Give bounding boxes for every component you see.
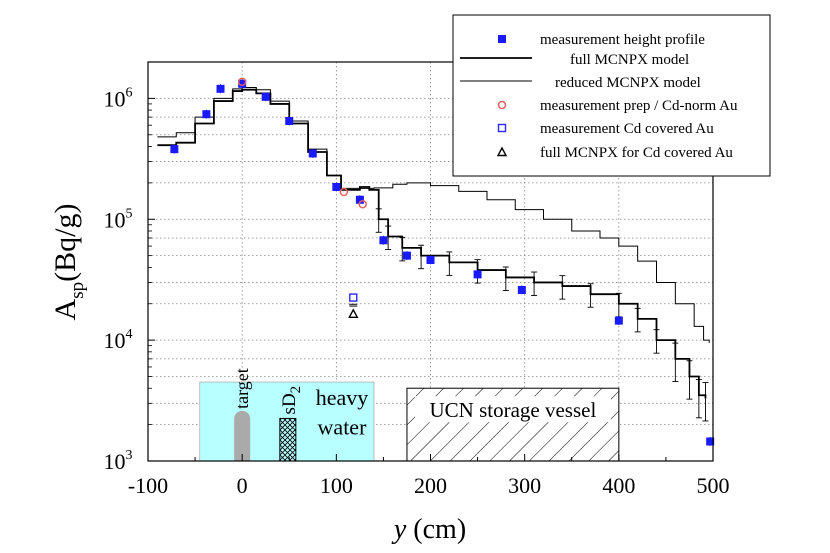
marker-0: [379, 236, 388, 245]
marker-0: [706, 437, 715, 446]
model-lines: [157, 87, 710, 422]
marker-0: [332, 182, 341, 191]
y-axis: 103 104 105 106: [104, 61, 155, 474]
y-tick-label: 104: [104, 327, 133, 353]
legend-marker: [497, 123, 507, 133]
legend-label: full MCNPX for Cd covered Au: [540, 145, 733, 161]
marker-0: [614, 316, 623, 325]
marker-0: [517, 285, 526, 294]
legend: measurement height profile full MCNPX mod…: [452, 14, 771, 177]
legend-label: full MCNPX model: [570, 52, 689, 68]
marker-0: [473, 270, 482, 279]
y-axis-label: Asp(Bq/g): [49, 204, 88, 321]
marker-5: [348, 308, 359, 319]
x-label-unit: (cm): [413, 514, 466, 545]
marker-0: [426, 256, 435, 265]
y-tick-label: 106: [104, 85, 133, 111]
marker-0: [285, 116, 294, 125]
y-label-sub: sp: [67, 282, 88, 299]
annotation-labels: target sD2 heavy water UCN storage vessel: [232, 368, 611, 440]
marker-3: [237, 77, 247, 87]
x-tick-label: 500: [697, 473, 730, 498]
heavy-water-label-line1: heavy: [316, 385, 369, 410]
sd2-label: sD2: [279, 386, 304, 415]
x-tick-label: 300: [508, 473, 541, 498]
legend-marker: [497, 100, 507, 110]
marker-0: [202, 110, 211, 119]
sd2-region: [279, 417, 297, 461]
marker-3: [339, 187, 349, 197]
y-tick-label: 103: [104, 448, 133, 474]
marker-0: [261, 92, 270, 101]
marker-0: [216, 84, 225, 93]
heavy-water-label-line2: water: [318, 415, 368, 440]
x-axis: -100 0 100 200 300 400 500: [128, 454, 730, 498]
x-label-var: y: [391, 514, 407, 545]
y-label-main: A: [49, 298, 82, 320]
legend-label: measurement Cd covered Au: [540, 121, 714, 137]
target-label: target: [232, 368, 252, 409]
legend-marker: [496, 146, 508, 157]
target-shape: [234, 410, 251, 461]
y-tick-label: 105: [104, 206, 133, 232]
ucn-label: UCN storage vessel: [429, 398, 596, 422]
marker-0: [308, 149, 317, 158]
ucn-label-bg: [414, 396, 611, 423]
marker-4: [349, 293, 358, 302]
x-tick-label: 200: [414, 473, 447, 498]
y-label-unit: (Bq/g): [49, 204, 82, 282]
markers: [170, 77, 715, 446]
x-tick-label: -100: [128, 473, 168, 498]
legend-marker: [498, 35, 506, 43]
marker-0: [402, 251, 411, 260]
marker-0: [170, 145, 179, 154]
marker-3: [358, 200, 367, 209]
legend-label: measurement prep / Cd-norm Au: [540, 98, 738, 114]
x-tick-label: 0: [237, 473, 248, 498]
legend-label: reduced MCNPX model: [555, 75, 701, 91]
x-tick-label: 400: [602, 473, 635, 498]
legend-label: measurement height profile: [540, 32, 705, 48]
x-tick-label: 100: [320, 473, 353, 498]
x-axis-label: y (cm): [391, 514, 466, 545]
